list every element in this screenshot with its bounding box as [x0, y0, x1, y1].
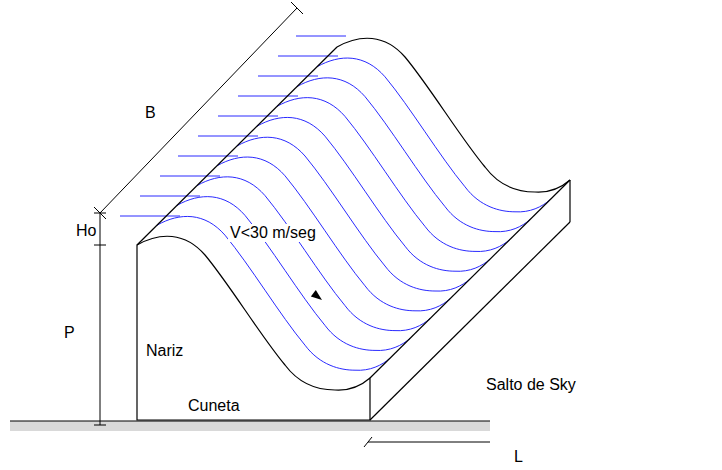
dimension-label: B: [143, 104, 158, 122]
ground: [10, 421, 490, 431]
part-name: Nariz: [144, 342, 185, 360]
reservoir-lines: [120, 36, 346, 216]
velocity-note: V<30 m/seg: [228, 224, 318, 242]
ground-line: [10, 421, 490, 422]
flow-arrow: [311, 290, 325, 303]
part-name: Salto de Sky: [484, 376, 578, 394]
part-name: Cuneta: [186, 397, 242, 415]
dimension-lines: [94, 2, 490, 447]
dimension-label: Ho: [74, 222, 98, 240]
dimension-label: P: [62, 324, 77, 342]
dimension-label: L: [512, 448, 525, 466]
spillway-outline: [137, 38, 570, 420]
